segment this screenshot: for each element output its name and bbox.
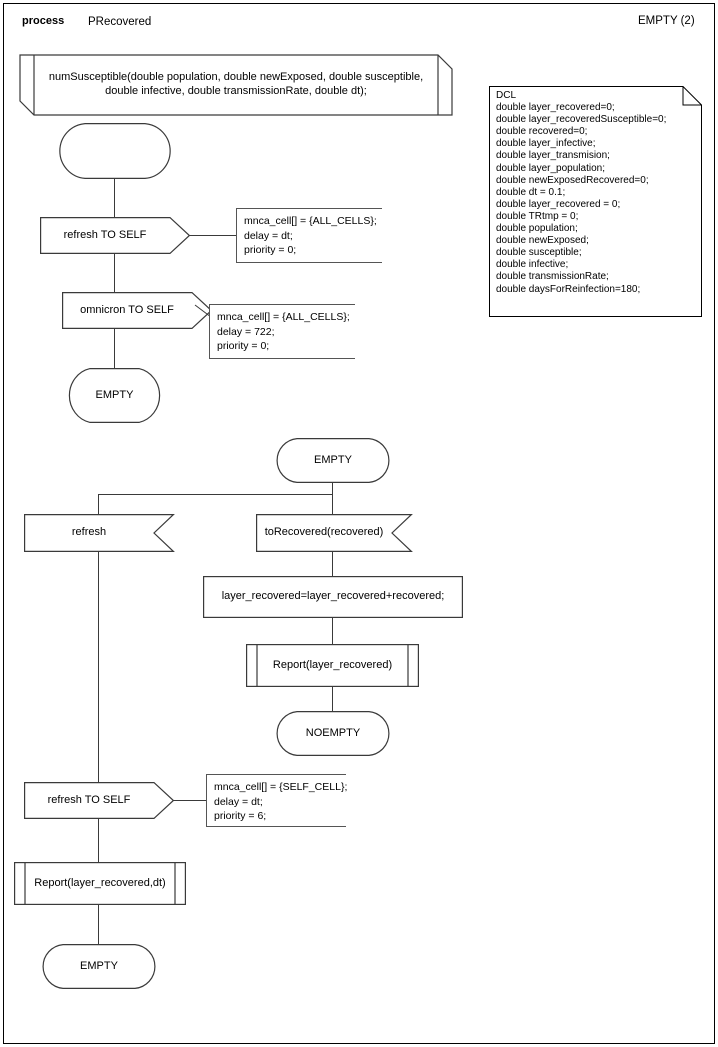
- state-empty-2[interactable]: [275, 438, 391, 483]
- call-report-1[interactable]: [246, 644, 420, 687]
- comment-refresh-all-cells-1-text: mnca_cell[] = {ALL_CELLS}; delay = dt; p…: [244, 215, 377, 256]
- comment-omnicron-all-cells[interactable]: mnca_cell[] = {ALL_CELLS}; delay = 722; …: [209, 304, 355, 359]
- start-state-symbol[interactable]: [57, 123, 173, 179]
- flow-line: [98, 552, 99, 782]
- comment-refresh-self-cell[interactable]: mnca_cell[] = {SELF_CELL}; delay = dt; p…: [206, 774, 348, 827]
- output-refresh-to-self-1[interactable]: [40, 217, 191, 254]
- dcl-declaration-box[interactable]: DCL double layer_recovered=0; double lay…: [489, 86, 702, 322]
- comment-omnicron-all-cells-text: mnca_cell[] = {ALL_CELLS}; delay = 722; …: [217, 311, 350, 352]
- comment-connector: [173, 800, 206, 801]
- flow-line: [332, 687, 333, 711]
- page-frame: [3, 3, 715, 1044]
- input-torecovered[interactable]: [256, 514, 413, 552]
- flow-line: [98, 905, 99, 944]
- page-state-label: EMPTY (2): [638, 15, 695, 27]
- state-noempty[interactable]: [275, 711, 391, 756]
- comment-connector: [189, 235, 236, 236]
- call-report-2[interactable]: [14, 862, 187, 905]
- task-layer-recovered[interactable]: [203, 576, 463, 618]
- state-empty-3[interactable]: [41, 944, 157, 989]
- flow-line: [114, 254, 115, 292]
- flow-line: [332, 618, 333, 644]
- output-omnicron-to-self[interactable]: [62, 292, 213, 329]
- flow-line: [98, 494, 99, 514]
- comment-refresh-self-cell-text: mnca_cell[] = {SELF_CELL}; delay = dt; p…: [214, 781, 348, 822]
- diagram-kind-label: process: [22, 15, 65, 27]
- page-title: PRecovered: [88, 16, 152, 28]
- input-refresh[interactable]: [24, 514, 175, 552]
- comment-connector: [194, 304, 212, 318]
- output-refresh-to-self-2[interactable]: [24, 782, 175, 819]
- branch-line: [98, 494, 333, 495]
- flow-line: [332, 483, 333, 514]
- flow-line: [114, 329, 115, 368]
- flow-line: [332, 552, 333, 576]
- flow-line: [114, 179, 115, 217]
- declaration-symbol[interactable]: [19, 54, 453, 116]
- flow-line: [98, 819, 99, 862]
- state-empty-1[interactable]: [65, 368, 164, 423]
- dcl-text: DCL double layer_recovered=0; double lay…: [496, 90, 667, 295]
- comment-refresh-all-cells-1[interactable]: mnca_cell[] = {ALL_CELLS}; delay = dt; p…: [236, 208, 382, 263]
